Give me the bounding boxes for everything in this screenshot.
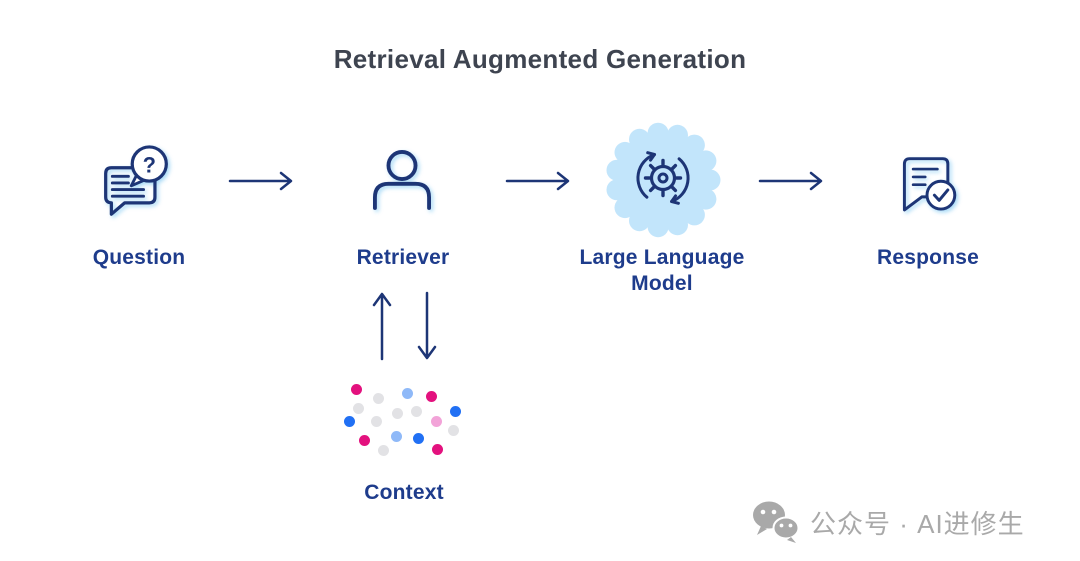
llm-icon: [606, 122, 721, 238]
llm-burst-shape: [606, 122, 721, 238]
watermark: 公众号 · AI进修生: [752, 500, 1025, 544]
context-dot: [425, 390, 437, 402]
context-dot: [343, 415, 355, 427]
context-dot: [350, 383, 362, 395]
question-icon: ?: [104, 145, 168, 216]
response-icon: [902, 157, 957, 212]
retriever-label: Retriever: [356, 246, 450, 269]
context-dot: [390, 430, 402, 442]
question-label: Question: [92, 246, 186, 269]
response-label: Response: [877, 246, 979, 269]
arrow-question-to-retriever: [228, 171, 293, 191]
context-dot: [372, 392, 384, 404]
context-dot: [358, 434, 370, 446]
page-title: Retrieval Augmented Generation: [333, 44, 747, 74]
llm-label: Large Language Model: [580, 245, 745, 297]
context-label: Context: [364, 481, 444, 504]
llm-label-line2: Model: [631, 272, 693, 295]
arrow-context-to-retriever-up: [372, 292, 392, 361]
wechat-icon: [753, 501, 800, 543]
arrow-retriever-to-context-down: [417, 291, 437, 360]
context-dot: [412, 432, 424, 444]
arrow-retriever-to-llm: [505, 171, 570, 191]
retriever-icon: [373, 150, 431, 210]
context-dot: [449, 405, 461, 417]
llm-label-line1: Large Language: [579, 246, 745, 269]
context-dot: [391, 407, 403, 419]
context-dot: [431, 443, 443, 455]
context-dot: [377, 444, 389, 456]
context-dot: [352, 402, 364, 414]
context-dot: [430, 415, 442, 427]
question-mark-glyph: ?: [143, 153, 156, 178]
gear-cycle-icon: [636, 151, 690, 205]
context-dot: [410, 405, 422, 417]
context-dot: [401, 387, 413, 399]
arrow-llm-to-response: [758, 171, 823, 191]
context-dot: [370, 415, 382, 427]
context-dot: [447, 424, 459, 436]
watermark-text: 公众号 · AI进修生: [810, 508, 1025, 539]
